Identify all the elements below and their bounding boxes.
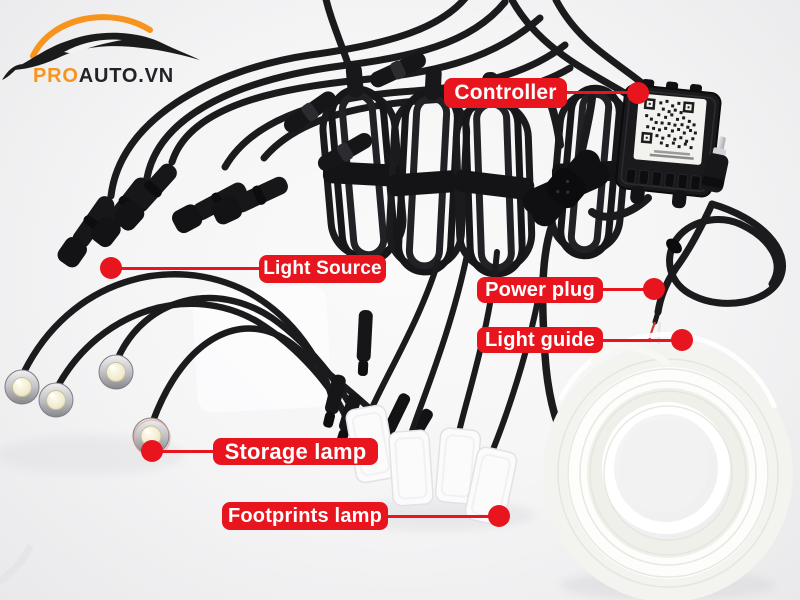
leader-dot-power-plug xyxy=(643,278,665,300)
leader-line-storage-lamp xyxy=(150,450,216,453)
dc-barrel-plug xyxy=(701,136,729,193)
white-pad xyxy=(192,285,332,413)
label-storage-lamp: Storage lamp xyxy=(213,438,378,465)
label-controller: Controller xyxy=(444,78,567,108)
background-wisp xyxy=(0,543,34,586)
leader-dot-footprints-lamp xyxy=(488,505,510,527)
leader-dot-storage-lamp xyxy=(141,440,163,462)
label-light-guide: Light guide xyxy=(477,327,603,353)
logo-text-primary: PRO xyxy=(33,65,79,87)
coiled-cable-bundles xyxy=(283,52,632,278)
light-guide-tube-end xyxy=(590,341,670,366)
label-light-source: Light Source xyxy=(259,255,386,283)
logo-swoosh-arc xyxy=(30,14,153,59)
leader-line-controller xyxy=(565,91,640,94)
label-footprints-lamp: Footprints lamp xyxy=(222,502,388,530)
logo-text-secondary: AUTO.VN xyxy=(78,65,174,87)
leader-line-footprints-lamp xyxy=(385,515,501,518)
controller-device xyxy=(615,79,722,209)
light-source-connectors xyxy=(57,163,288,268)
light-source-cables xyxy=(107,0,652,200)
logo-car-icon xyxy=(2,14,200,80)
cable-junction xyxy=(522,149,610,227)
logo-wordmark: PROAUTO.VN xyxy=(33,65,174,87)
leader-line-power-plug xyxy=(600,288,656,291)
harness-cables xyxy=(538,91,652,429)
label-power-plug: Power plug xyxy=(477,277,603,303)
light-guide-coil xyxy=(543,332,793,600)
leader-dot-controller xyxy=(627,82,649,104)
leader-line-light-guide xyxy=(600,339,684,342)
leader-dot-light-source xyxy=(100,257,122,279)
leader-dot-light-guide xyxy=(671,329,693,351)
power-plug-cable xyxy=(647,136,786,345)
qr-code-label xyxy=(633,93,707,165)
leader-line-light-source xyxy=(108,267,262,270)
